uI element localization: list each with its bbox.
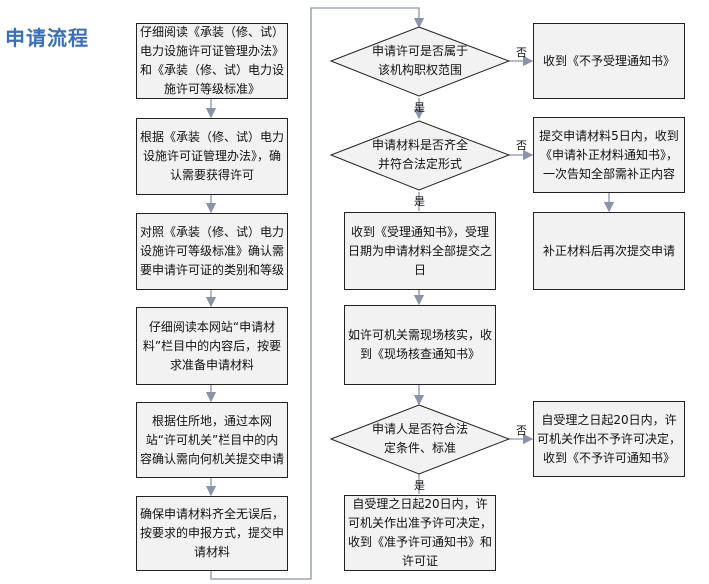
- step-2: 根据《承装（修、试）电力设施许可证管理办法》，确认需要获得许可: [136, 118, 288, 195]
- no-label: 否: [516, 139, 527, 152]
- not-permitted-box: 自受理之日起20日内，许可机关作出不予许可决定，收到《不予许可通知书》: [533, 401, 685, 477]
- decision-diamond-1: [329, 26, 511, 97]
- page-title: 申请流程: [5, 26, 89, 50]
- not-accepted-box: 收到《不予受理通知书》: [533, 23, 685, 99]
- yes-label: 是: [414, 195, 425, 208]
- decision-diamond-3: [329, 404, 511, 475]
- step-3: 对照《承装（修、试）电力设施许可等级标准》确认需要申请许可证的类别和等级: [136, 213, 288, 290]
- permit-granted-box: 自受理之日起20日内，许可机关作出准予许可决定，收到《准予许可通知书》和许可证: [344, 495, 496, 571]
- decision-1-text: 申请许可是否属于该机构职权范围: [372, 44, 469, 77]
- no-label: 否: [516, 424, 527, 437]
- decision-diamond-2: [329, 120, 511, 191]
- decision-2-text: 申请材料是否齐全并符合法定形式: [372, 138, 469, 171]
- step-4: 仔细阅读本网站“申请材料”栏目中的内容后，按要求准备申请材料: [136, 307, 288, 385]
- step-6: 确保申请材料齐全无误后，按要求的申报方式，提交申请材料: [136, 496, 288, 571]
- step-1: 仔细阅读《承装（修、试）电力设施许可证管理办法》和《承装（修、试）电力设施许可等…: [136, 23, 288, 99]
- decision-3-text: 申请人是否符合法定条件、标准: [372, 422, 469, 455]
- accepted-box: 收到《受理通知书》，受理日期为申请材料全部提交之日: [344, 212, 496, 290]
- yes-label: 是: [414, 479, 425, 492]
- resubmit-box: 补正材料后再次提交申请: [533, 212, 685, 290]
- no-label: 否: [516, 46, 527, 59]
- yes-label: 是: [414, 101, 425, 114]
- step-5: 根据住所地，通过本网站“许可机关”栏目中的内容确认需向何机关提交申请: [136, 402, 288, 478]
- arrow: [210, 7, 425, 580]
- onsite-check-box: 如许可机关需现场核实，收到《现场核查通知书》: [344, 305, 496, 385]
- supplement-notice-box: 提交申请材料5日内，收到《申请补正材料通知书》，一次告知全部需补正内容: [533, 117, 685, 193]
